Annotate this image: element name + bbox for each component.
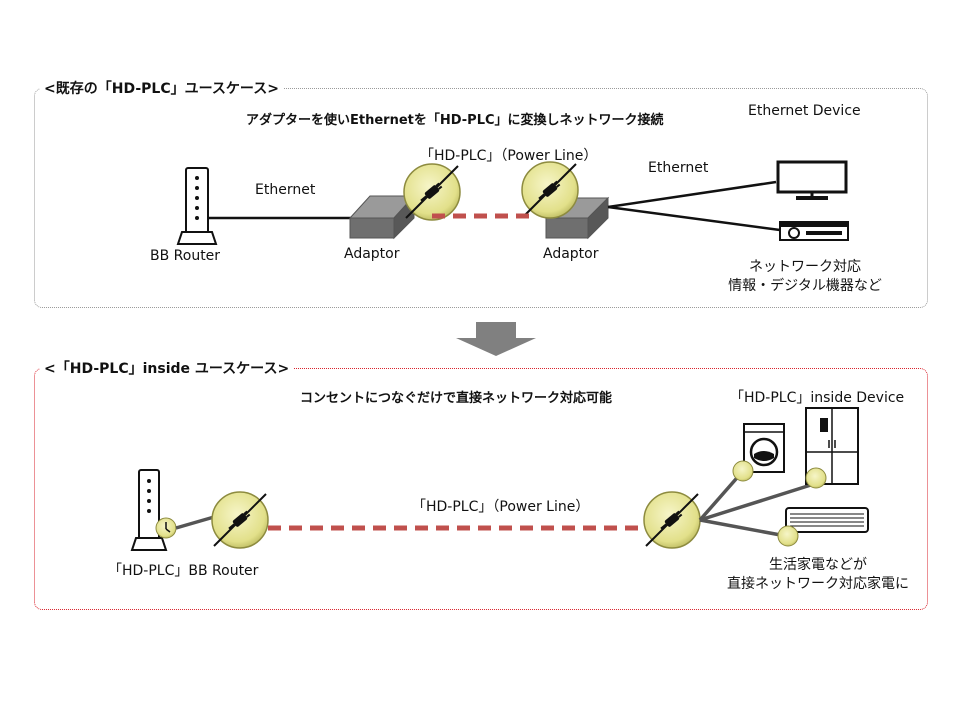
powerline-label-top: 「HD-PLC」（Power Line） — [420, 148, 598, 164]
bb-router-icon — [176, 167, 218, 245]
adaptor-right-label: Adaptor — [543, 246, 599, 262]
inside-usecase-panel — [34, 368, 928, 610]
ethernet-label-left: Ethernet — [255, 182, 316, 198]
ethernet-label-right: Ethernet — [648, 160, 709, 176]
ethernet-cable-tv — [607, 180, 777, 209]
fridge-plc-badge-icon — [805, 467, 827, 489]
appliance-caption-line2: 直接ネットワーク対応家電に — [727, 576, 909, 592]
tv-icon — [776, 160, 848, 200]
line-to-aircon — [699, 518, 787, 538]
washer-plc-badge-icon — [732, 460, 754, 482]
router-plc-badge-icon — [155, 517, 177, 539]
bb-router-label: BB Router — [150, 248, 221, 264]
inside-device-label: 「HD-PLC」inside Device — [730, 390, 905, 406]
adaptor-left-icon — [348, 194, 416, 240]
plc-adapter-right-icon — [521, 161, 579, 219]
inside-usecase-subtitle: コンセントにつなぐだけで直接ネットワーク対応可能 — [300, 391, 613, 406]
line-to-fridge — [699, 482, 815, 522]
router-to-outlet-line — [175, 515, 215, 530]
hdplc-bb-router-icon — [130, 469, 168, 551]
plc-outlet-right-icon — [643, 491, 701, 549]
existing-usecase-subtitle: アダプターを使いEthernetを「HD-PLC」に変換しネットワーク接続 — [246, 113, 664, 128]
line-to-washer — [698, 469, 745, 522]
appliance-caption-line1: 生活家電などが — [769, 557, 867, 573]
plc-outlet-left-icon — [211, 491, 269, 549]
plc-adapter-left-icon — [403, 163, 461, 221]
devices-caption-line1: ネットワーク対応 — [749, 259, 861, 275]
existing-usecase-panel — [34, 88, 928, 308]
hdplc-bb-router-label: 「HD-PLC」BB Router — [108, 563, 259, 579]
ethernet-cable-recorder — [607, 205, 781, 232]
existing-usecase-heading: <既存の「HD-PLC」ユースケース> — [40, 78, 283, 98]
ethernet-device-label: Ethernet Device — [748, 103, 861, 119]
aircon-plc-badge-icon — [777, 525, 799, 547]
devices-caption: ネットワーク対応 情報・デジタル機器など — [700, 258, 910, 296]
transition-arrow-icon — [456, 322, 536, 356]
adaptor-left-label: Adaptor — [344, 246, 400, 262]
appliance-caption: 生活家電などが 直接ネットワーク対応家電に — [712, 556, 924, 594]
devices-caption-line2: 情報・デジタル機器など — [728, 278, 882, 294]
powerline-label-bottom: 「HD-PLC」（Power Line） — [412, 499, 590, 515]
recorder-icon — [779, 221, 849, 241]
air-conditioner-icon — [785, 507, 869, 533]
inside-usecase-heading: <「HD-PLC」inside ユースケース> — [40, 358, 294, 378]
